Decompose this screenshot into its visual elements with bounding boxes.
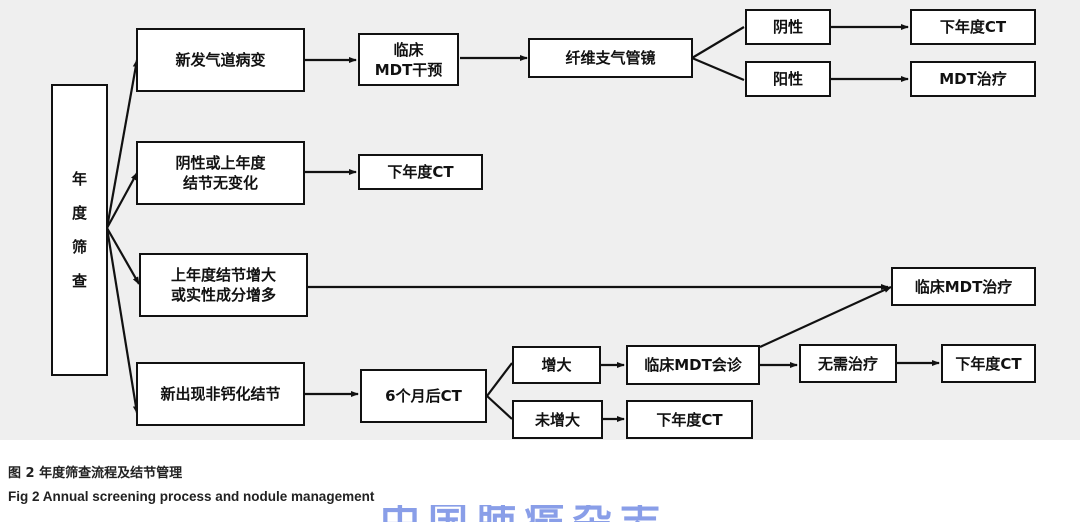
nodule-enlarged-node: 上年度结节增大 或实性成分增多 (139, 253, 308, 317)
positive-node: 阳性 (745, 61, 831, 97)
annual-screening-node: 年 度 筛 查 (51, 84, 108, 376)
negative-or-unchanged-node: 阴性或上年度 结节无变化 (136, 141, 305, 205)
mdt-treatment-node: MDT治疗 (910, 61, 1036, 97)
bronchoscopy-node: 纤维支气管镜 (528, 38, 693, 78)
next-year-ct-node-3: 下年度CT (941, 344, 1036, 383)
journal-watermark: 中国肺癌杂志 (380, 505, 668, 522)
next-year-ct-node-1: 下年度CT (910, 9, 1036, 45)
arrow-root-to-new-airway (105, 59, 139, 229)
ct-after-6-months-node: 6个月后CT (360, 369, 487, 423)
arrow-root-to-enlarged (106, 227, 140, 285)
clinical-mdt-intervention-node: 临床 MDT干预 (358, 33, 459, 86)
arrow-root-to-new-nodule (105, 227, 139, 414)
arrow-root-to-negative (106, 172, 138, 229)
line-bronch-to-positive (691, 56, 745, 82)
next-year-ct-node-4: 下年度CT (626, 400, 753, 439)
next-year-ct-node-2: 下年度CT (358, 154, 483, 190)
clinical-mdt-treatment-node: 临床MDT治疗 (891, 267, 1036, 306)
arrow-consult-to-clinical-mdt (759, 285, 892, 349)
line-bronch-to-negative (691, 26, 745, 59)
flowchart: 年 度 筛 查 新发气道病变 临床 MDT干预 纤维支气管镜 阴性 阳性 下年度… (0, 0, 1080, 440)
figure-caption-chinese: 图 2 年度筛查流程及结节管理 (8, 466, 183, 481)
clinical-mdt-consultation-node: 临床MDT会诊 (626, 345, 760, 385)
new-noncalcified-nodule-node: 新出现非钙化结节 (136, 362, 305, 426)
new-airway-lesion-node: 新发气道病变 (136, 28, 305, 92)
no-treatment-node: 无需治疗 (799, 344, 897, 383)
connector-lines (105, 24, 940, 422)
negative-node: 阴性 (745, 9, 831, 45)
not-enlarged-node: 未增大 (512, 400, 603, 439)
line-6month-to-not-enlarged (486, 395, 513, 420)
enlarged-node: 增大 (512, 346, 601, 384)
line-6month-to-enlarged (486, 362, 513, 397)
figure-caption-english: Fig 2 Annual screening process and nodul… (8, 489, 375, 504)
